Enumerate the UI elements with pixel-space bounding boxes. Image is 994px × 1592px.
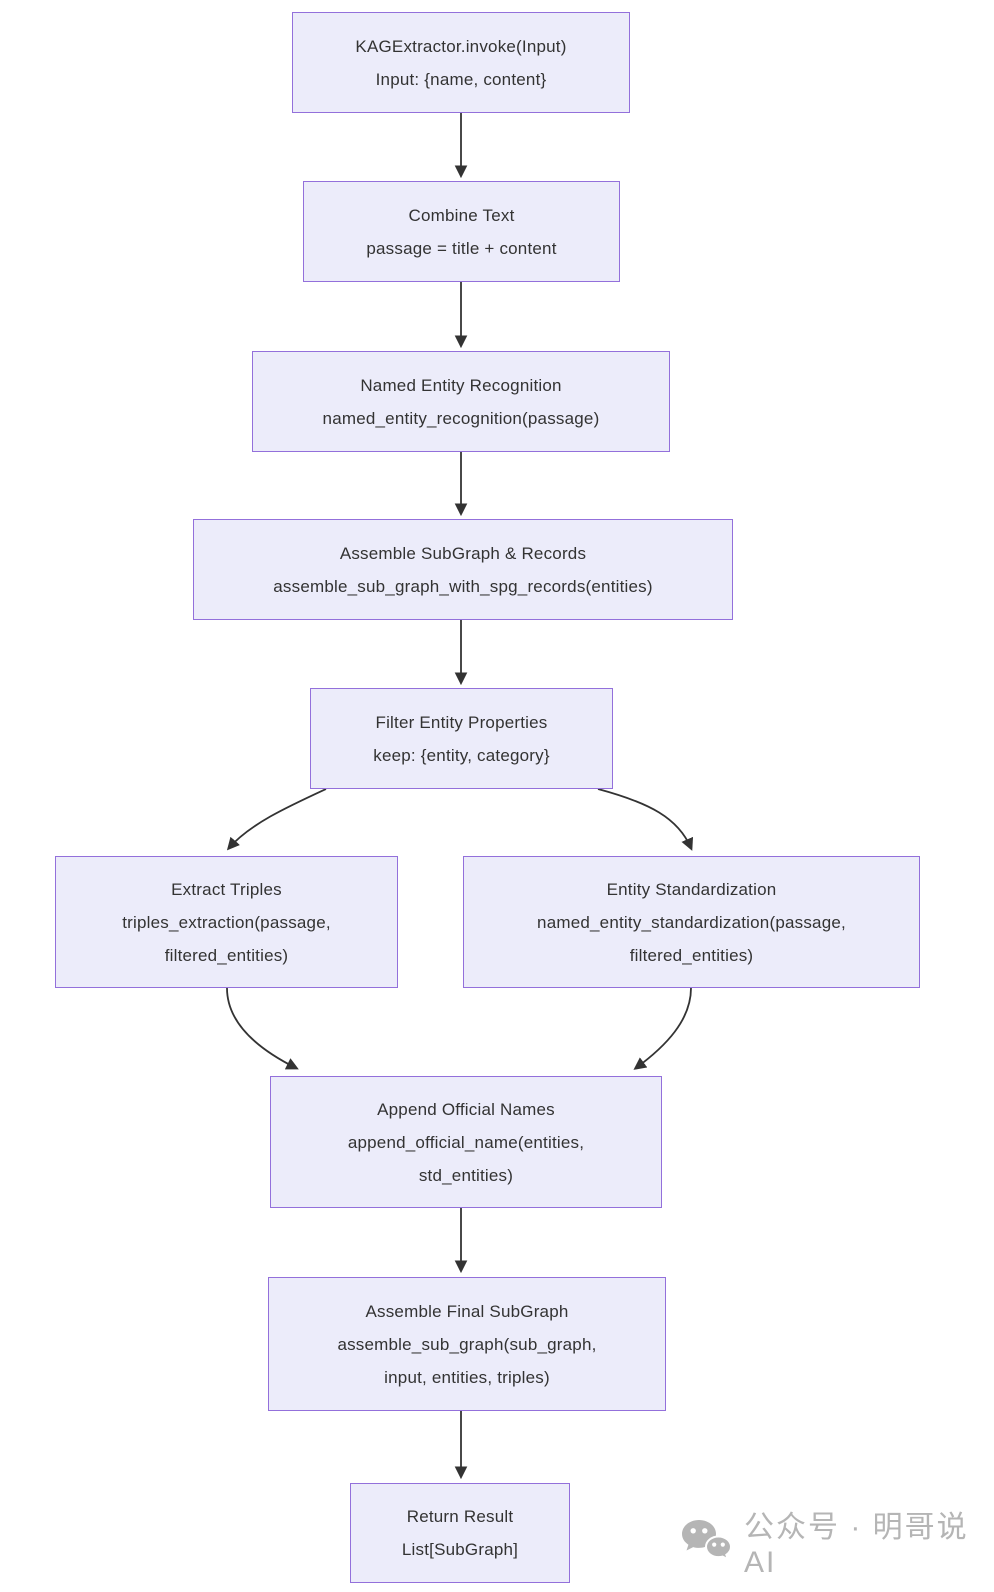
node-detail: keep: {entity, category} <box>373 745 550 765</box>
wechat-icon <box>682 1520 732 1562</box>
node-detail: filtered_entities) <box>629 945 754 965</box>
node-title: Named Entity Recognition <box>360 375 562 395</box>
node-detail: List[SubGraph] <box>401 1540 519 1559</box>
node-assemble-final-subgraph: Assemble Final SubGraph assemble_sub_gra… <box>268 1277 666 1411</box>
node-detail: passage = title + content <box>366 238 557 258</box>
node-return-result: Return Result List[SubGraph] <box>350 1483 570 1583</box>
watermark-text: 公众号 · 明哥说AI <box>744 1511 969 1579</box>
node-detail: std_entities) <box>418 1165 514 1185</box>
node-detail: Input: {name, content} <box>375 69 547 89</box>
node-title: Assemble SubGraph & Records <box>339 543 587 563</box>
edge-filter-to-standardization <box>597 788 694 851</box>
node-filter-entity-properties: Filter Entity Properties keep: {entity, … <box>310 688 613 789</box>
node-named-entity-recognition: Named Entity Recognition named_entity_re… <box>252 351 670 452</box>
node-title: Assemble Final SubGraph <box>365 1301 569 1321</box>
node-assemble-subgraph-records: Assemble SubGraph & Records assemble_sub… <box>193 519 733 620</box>
node-detail: named_entity_standardization(passage, <box>537 912 846 932</box>
edge-filter-to-extract-triples <box>226 788 327 851</box>
node-invoke: KAGExtractor.invoke(Input) Input: {name,… <box>292 12 630 113</box>
node-title: Combine Text <box>408 205 515 225</box>
edge-extract-triples-to-append <box>226 987 299 1070</box>
node-title: KAGExtractor.invoke(Input) <box>355 36 567 56</box>
node-detail: filtered_entities) <box>164 945 289 965</box>
node-append-official-names: Append Official Names append_official_na… <box>270 1076 662 1208</box>
node-title: Filter Entity Properties <box>375 712 548 732</box>
node-detail: named_entity_recognition(passage) <box>322 408 600 428</box>
node-extract-triples: Extract Triples triples_extraction(passa… <box>55 856 398 988</box>
node-detail: input, entities, triples) <box>384 1367 550 1387</box>
node-title: Return Result <box>406 1507 514 1526</box>
node-detail: triples_extraction(passage, <box>122 912 331 932</box>
edge-standardization-to-append <box>633 987 692 1070</box>
watermark: 公众号 · 明哥说AI <box>680 1502 994 1580</box>
node-detail: assemble_sub_graph(sub_graph, <box>337 1334 597 1354</box>
node-title: Entity Standardization <box>606 879 777 899</box>
node-detail: assemble_sub_graph_with_spg_records(enti… <box>273 576 653 596</box>
node-detail: append_official_name(entities, <box>347 1132 585 1152</box>
node-combine-text: Combine Text passage = title + content <box>303 181 620 282</box>
node-title: Append Official Names <box>377 1099 555 1119</box>
node-entity-standardization: Entity Standardization named_entity_stan… <box>463 856 920 988</box>
node-title: Extract Triples <box>171 879 282 899</box>
